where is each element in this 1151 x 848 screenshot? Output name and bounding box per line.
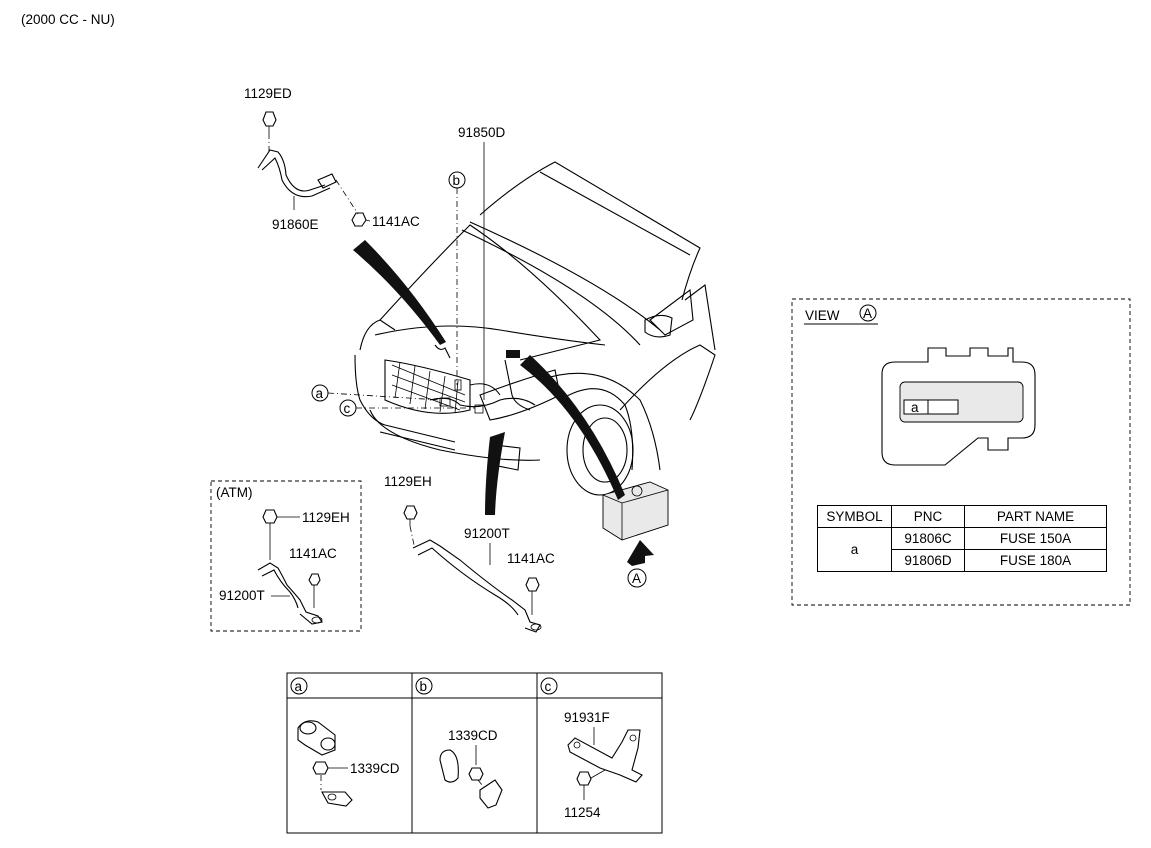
callout-a: a bbox=[316, 386, 324, 401]
label-1129EH-atm: 1129EH bbox=[302, 510, 350, 525]
th-part-name: PART NAME bbox=[964, 505, 1107, 528]
callout-A-circle bbox=[627, 568, 647, 588]
leader-swooshes bbox=[353, 240, 654, 566]
panel-b-tag: b bbox=[420, 679, 428, 694]
detail-panels: a b c 1339CD 1339CD 91931F 11254 bbox=[286, 672, 663, 834]
label-11254: 11254 bbox=[564, 805, 601, 820]
view-a-box bbox=[791, 298, 1131, 606]
callout-b: b bbox=[453, 173, 461, 188]
callout-A: A bbox=[632, 571, 641, 586]
label-1129EH: 1129EH bbox=[384, 474, 432, 489]
label-91200T: 91200T bbox=[464, 526, 510, 541]
view-marker-circle bbox=[859, 304, 877, 322]
label-91200T-atm: 91200T bbox=[219, 588, 265, 603]
panel-a-tag: a bbox=[295, 679, 303, 694]
battery-cable-91200T: 1129EH 91200T 1141AC bbox=[384, 474, 555, 633]
th-symbol: SYMBOL bbox=[817, 505, 892, 528]
cell-name-1: FUSE 150A bbox=[964, 527, 1107, 550]
panel-c-tag: c bbox=[545, 679, 552, 694]
view-marker: A bbox=[863, 306, 872, 321]
cell-name-2: FUSE 180A bbox=[964, 549, 1107, 572]
label-91931F: 91931F bbox=[564, 710, 610, 725]
atm-assembly: 1129EH 1141AC 91200T bbox=[219, 509, 350, 625]
label-91850D: 91850D bbox=[458, 125, 506, 140]
fuse-box-top-view: a bbox=[881, 347, 1036, 466]
cell-symbol: a bbox=[817, 527, 892, 572]
battery-ground-cable: 1129ED 91860E 1141AC bbox=[244, 86, 420, 232]
fuse-symbol: a bbox=[911, 400, 919, 415]
callout-a-leader bbox=[327, 392, 441, 401]
label-91860E: 91860E bbox=[272, 217, 319, 232]
callout-c: c bbox=[344, 401, 351, 416]
label-1339CD-a: 1339CD bbox=[350, 761, 400, 776]
fuse-table: SYMBOL PNC PART NAME a 91806C FUSE 150A … bbox=[817, 505, 1107, 572]
view-title: VIEW bbox=[805, 308, 840, 323]
label-1141AC-mid: 1141AC bbox=[507, 551, 555, 566]
cell-pnc-1: 91806C bbox=[891, 527, 965, 550]
engine-note: (2000 CC - NU) bbox=[21, 12, 115, 27]
label-1339CD-b: 1339CD bbox=[448, 728, 498, 743]
label-1141AC-top: 1141AC bbox=[372, 214, 420, 229]
atm-label: (ATM) bbox=[216, 485, 253, 500]
label-1129ED: 1129ED bbox=[244, 86, 292, 101]
cell-pnc-2: 91806D bbox=[891, 549, 965, 572]
label-1141AC-atm: 1141AC bbox=[289, 546, 337, 561]
atm-box bbox=[210, 480, 362, 632]
th-pnc: PNC bbox=[891, 505, 965, 528]
